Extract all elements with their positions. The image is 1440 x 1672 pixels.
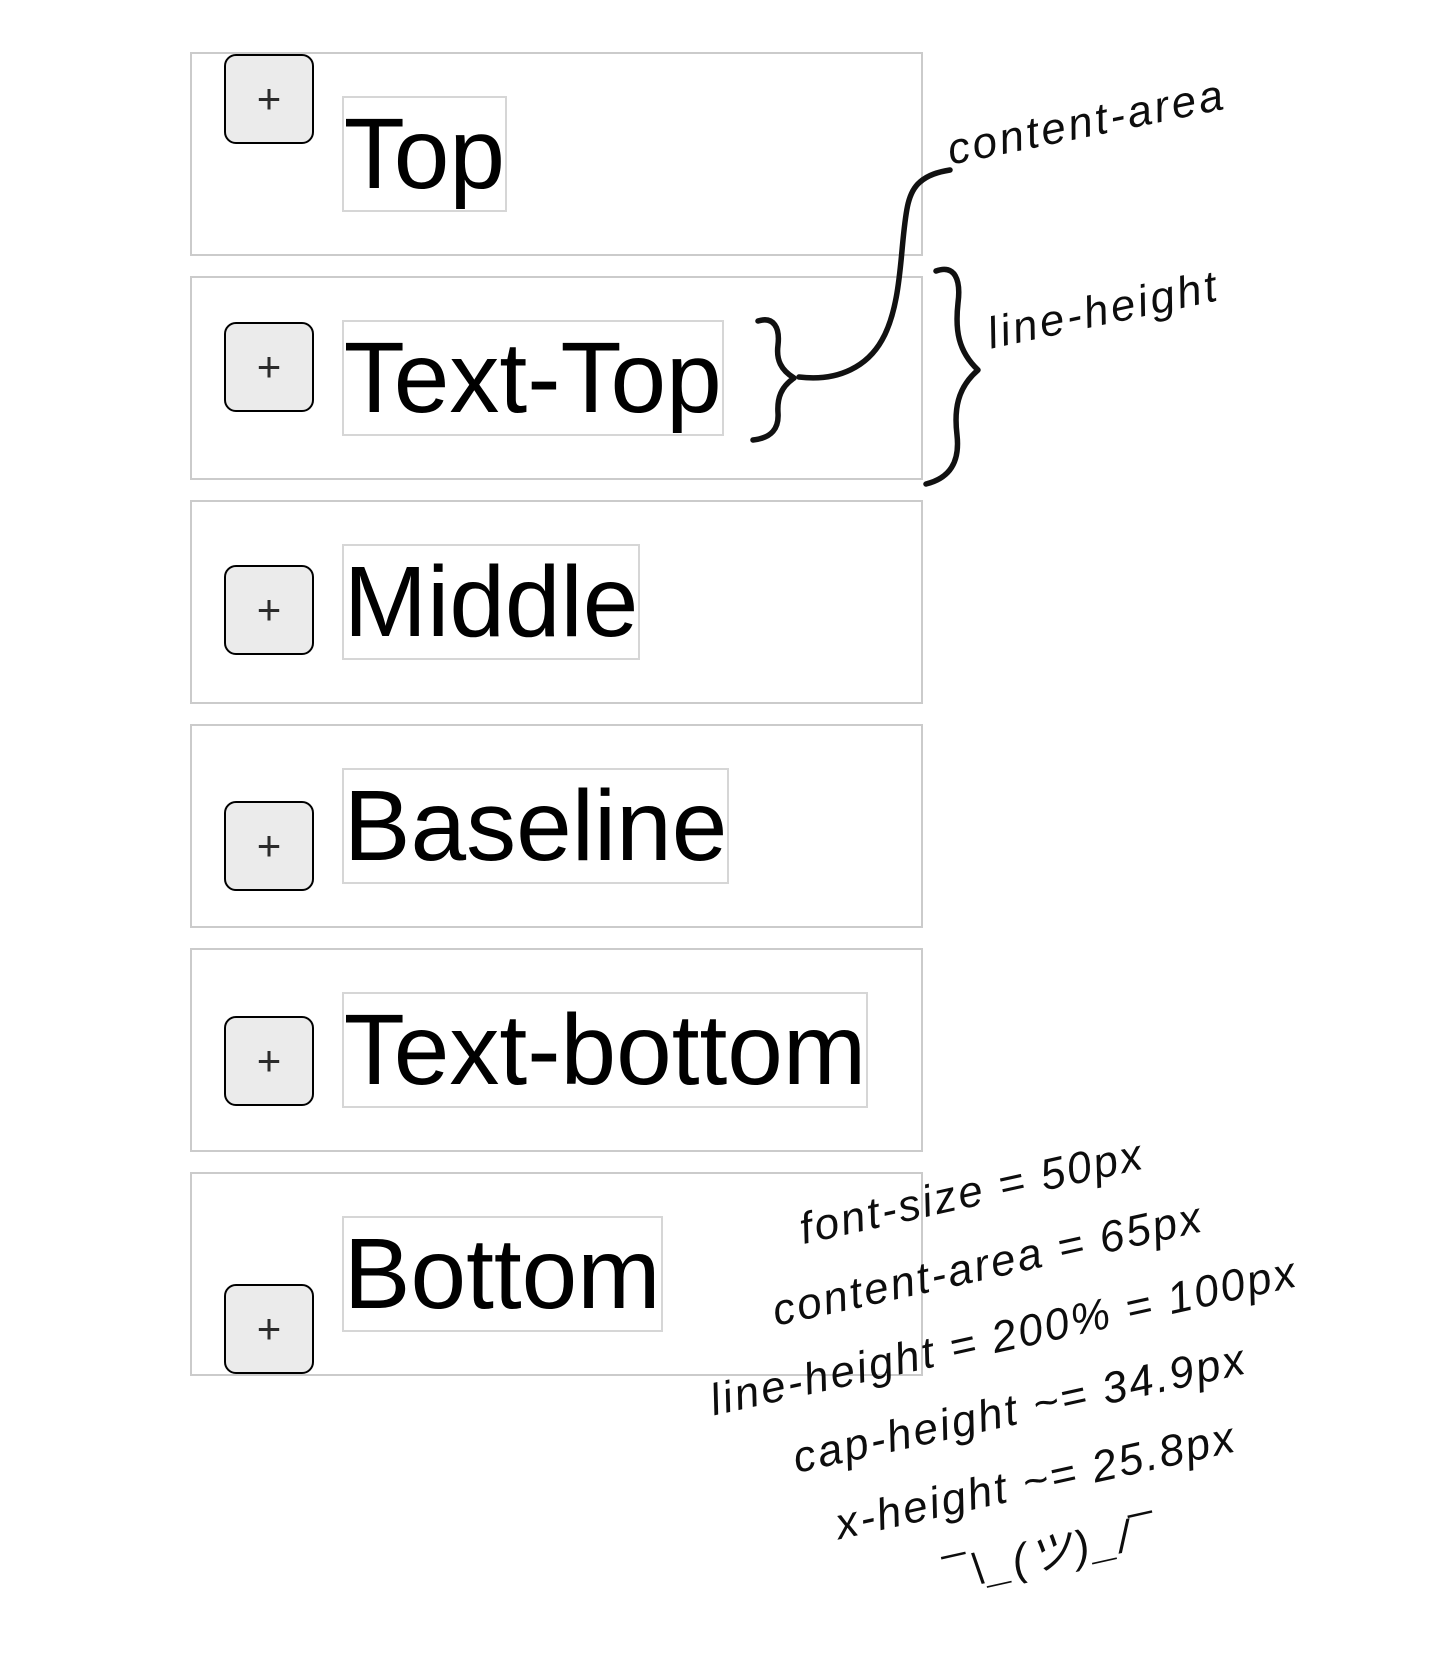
text-sample-bottom: Bottom	[341, 1216, 663, 1332]
plus-button[interactable]: +	[224, 564, 314, 655]
row-middle: + Middle	[190, 500, 923, 704]
line-height-label: line-height	[982, 261, 1224, 359]
text-sample-text-top: Text-Top	[341, 320, 724, 436]
row-text-top: + Text-Top	[190, 276, 923, 480]
text-sample-baseline: Baseline	[341, 768, 730, 884]
plus-button[interactable]: +	[224, 1284, 314, 1374]
text-sample-middle: Middle	[341, 544, 641, 660]
row-text-bottom: + Text-bottom	[190, 948, 923, 1152]
row-baseline: + Baseline	[190, 724, 923, 928]
vertical-align-demo: + Top + Text-Top + Middle + Baseline + T…	[190, 52, 923, 1396]
plus-button[interactable]: +	[224, 322, 314, 412]
text-sample-text-bottom: Text-bottom	[341, 992, 869, 1108]
line-height-brace	[923, 266, 981, 487]
row-top: + Top	[190, 52, 923, 256]
plus-button[interactable]: +	[224, 1016, 314, 1106]
text-sample-top: Top	[341, 96, 508, 212]
content-area-label: content-area	[943, 70, 1231, 175]
row-bottom: + Bottom	[190, 1172, 923, 1376]
plus-button[interactable]: +	[224, 54, 314, 144]
plus-button[interactable]: +	[224, 801, 314, 891]
